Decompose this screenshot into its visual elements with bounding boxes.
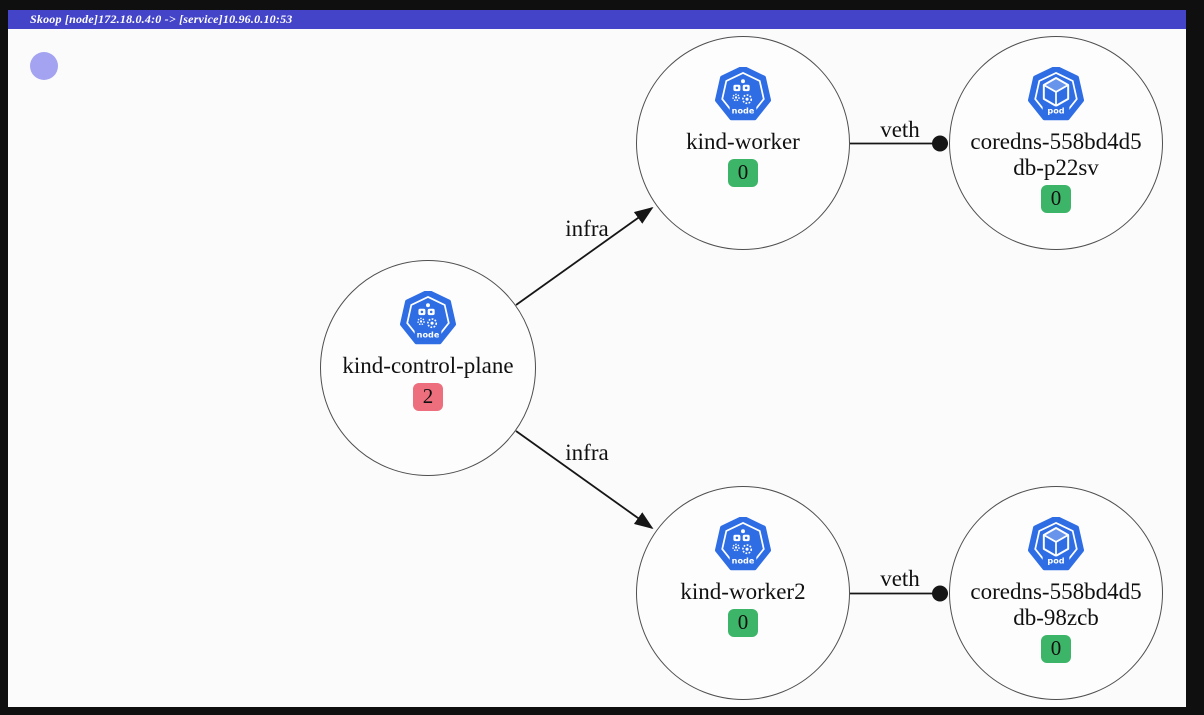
edge-label-infra-top: infra: [565, 216, 609, 241]
window-titlebar: Skoop [node]172.18.0.4:0 -> [service]10.…: [8, 10, 1186, 29]
node-label-line: db-p22sv: [1013, 154, 1099, 180]
node-label-line: coredns-558bd4d5: [970, 579, 1142, 604]
node-icon: [399, 291, 457, 349]
node-label-line: kind-worker: [686, 129, 800, 154]
status-badge: 0: [1041, 184, 1071, 213]
node-icon: [714, 67, 772, 125]
node-label-line: kind-control-plane: [342, 353, 514, 378]
legend-dot: [30, 52, 58, 80]
pod-icon: [1027, 517, 1085, 575]
node-label: coredns-558bd4d5 db-p22sv: [970, 129, 1141, 181]
status-badge: 0: [728, 158, 758, 187]
graph-node-kind-control-plane[interactable]: kind-control-plane 2: [320, 260, 536, 476]
status-badge: 2: [413, 382, 443, 411]
node-label: kind-worker: [686, 129, 800, 155]
edge-label-veth-top: veth: [880, 117, 920, 142]
window-title: Skoop [node]172.18.0.4:0 -> [service]10.…: [30, 12, 293, 26]
node-label-line: db-98zcb: [1013, 604, 1099, 630]
graph-node-kind-worker[interactable]: kind-worker 0: [636, 36, 850, 250]
status-badge: 0: [1041, 634, 1071, 663]
edge-label-veth-bottom: veth: [880, 566, 920, 591]
graph-node-coredns-558bd4d5db-p22sv[interactable]: coredns-558bd4d5 db-p22sv 0: [949, 36, 1163, 250]
node-icon: [714, 517, 772, 575]
graph-node-coredns-558bd4d5db-98zcb[interactable]: coredns-558bd4d5 db-98zcb 0: [949, 486, 1163, 700]
pod-icon: [1027, 67, 1085, 125]
graph-node-kind-worker2[interactable]: kind-worker2 0: [636, 486, 850, 700]
status-badge: 0: [728, 608, 758, 637]
node-label-line: kind-worker2: [680, 579, 806, 604]
node-label: coredns-558bd4d5 db-98zcb: [970, 579, 1141, 631]
node-label: kind-control-plane: [342, 353, 513, 379]
node-label: kind-worker2: [680, 579, 805, 605]
edge-label-infra-bottom: infra: [565, 440, 609, 465]
node-label-line: coredns-558bd4d5: [970, 129, 1142, 154]
